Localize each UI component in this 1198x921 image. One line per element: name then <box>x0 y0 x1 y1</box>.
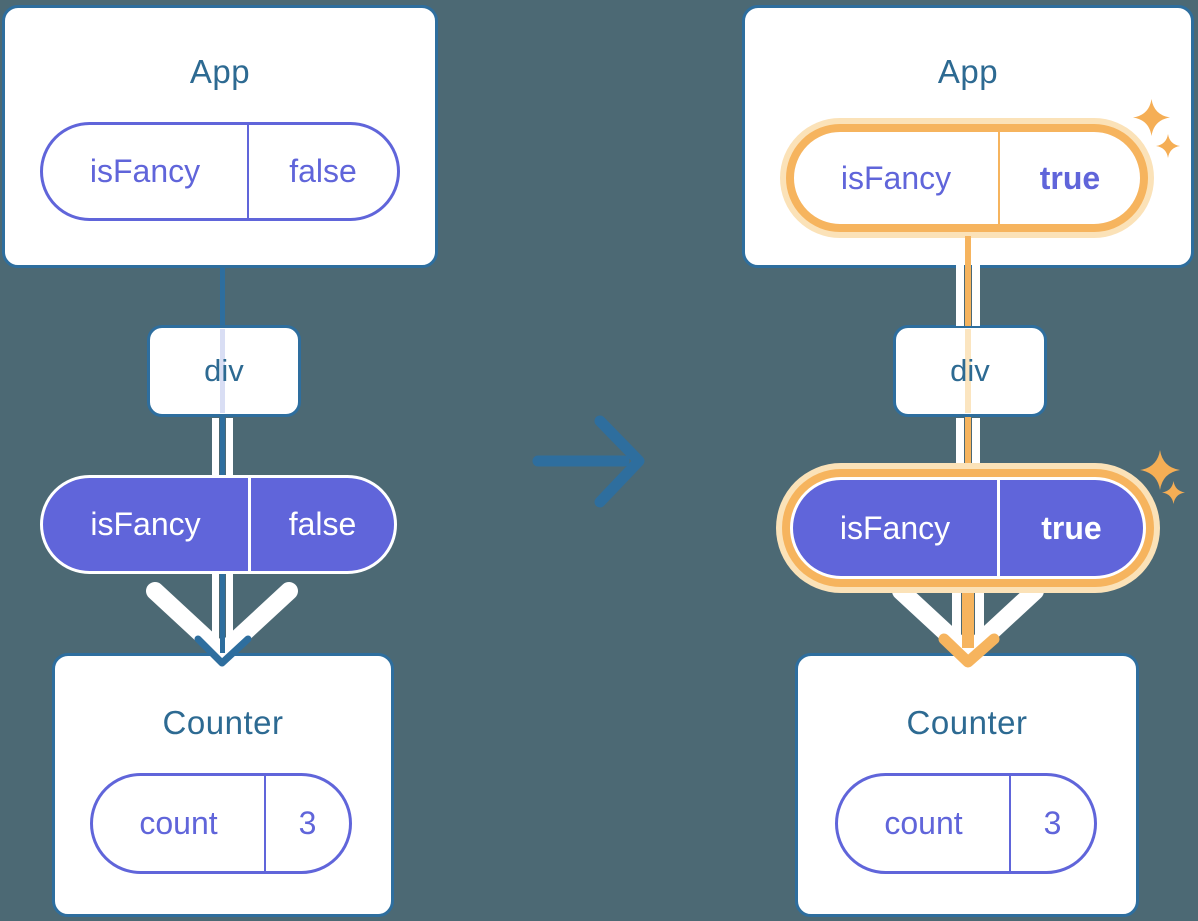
prop-value: false <box>289 153 357 189</box>
before-counter-state-pill: count 3 <box>90 773 352 874</box>
transition-arrow-icon <box>532 415 645 508</box>
prop-name: isFancy <box>793 480 1000 576</box>
before-passed-prop-pill: isFancy false <box>40 475 397 574</box>
after-prop-flow-line <box>962 586 974 648</box>
prop-value: true <box>1041 509 1102 546</box>
after-counter-title: Counter <box>906 704 1028 741</box>
after-app-prop-pill-highlighted: isFancy true <box>786 124 1148 232</box>
render-edge-left <box>212 418 219 478</box>
prop-name: isFancy <box>43 478 251 571</box>
render-edge-right <box>226 571 233 643</box>
prop-name: isFancy <box>794 132 1000 224</box>
prop-value: true <box>1039 159 1101 196</box>
before-prop-flow-line <box>220 571 225 653</box>
before-prop-arrow-icon <box>194 635 252 667</box>
before-counter-title: Counter <box>162 704 284 741</box>
before-app-to-div-edge <box>220 266 225 326</box>
after-prop-flow-line <box>965 417 971 476</box>
render-arrow-icon <box>146 582 298 662</box>
render-edge-right <box>972 418 980 476</box>
after-prop-flow-line <box>965 265 971 326</box>
render-edge-left <box>952 586 961 645</box>
before-prop-flow-line <box>220 417 225 478</box>
after-prop-through-div-line <box>965 329 971 413</box>
before-prop-through-div-line <box>220 329 225 413</box>
sparkle-icon <box>1140 450 1180 490</box>
after-app-title: App <box>937 53 999 90</box>
prop-value: false <box>288 506 357 542</box>
after-counter-state-pill: count 3 <box>835 773 1097 874</box>
sparkle-icon <box>1156 134 1180 158</box>
sparkle-icon <box>1162 481 1185 504</box>
render-edge-right <box>972 265 980 326</box>
render-edge-right <box>975 586 984 645</box>
render-arrow-icon <box>892 582 1044 662</box>
render-edge-left <box>956 265 964 326</box>
state-name: count <box>838 776 1011 871</box>
state-value: 3 <box>1043 805 1062 841</box>
render-edge-right <box>226 418 233 478</box>
sparkle-icon <box>1133 99 1170 136</box>
before-app-prop-pill: isFancy false <box>40 122 400 221</box>
state-name: count <box>93 776 266 871</box>
render-edge-left <box>956 418 964 476</box>
after-passed-prop-pill-highlighted: isFancy true <box>790 477 1146 579</box>
after-div-label: div <box>950 353 990 388</box>
before-app-title: App <box>189 53 251 90</box>
after-prop-flow-line <box>965 236 971 266</box>
prop-name: isFancy <box>43 125 249 218</box>
after-prop-arrow-icon <box>938 633 1000 668</box>
before-div-label: div <box>204 353 244 388</box>
render-edge-left <box>212 571 219 643</box>
state-value: 3 <box>298 805 317 841</box>
